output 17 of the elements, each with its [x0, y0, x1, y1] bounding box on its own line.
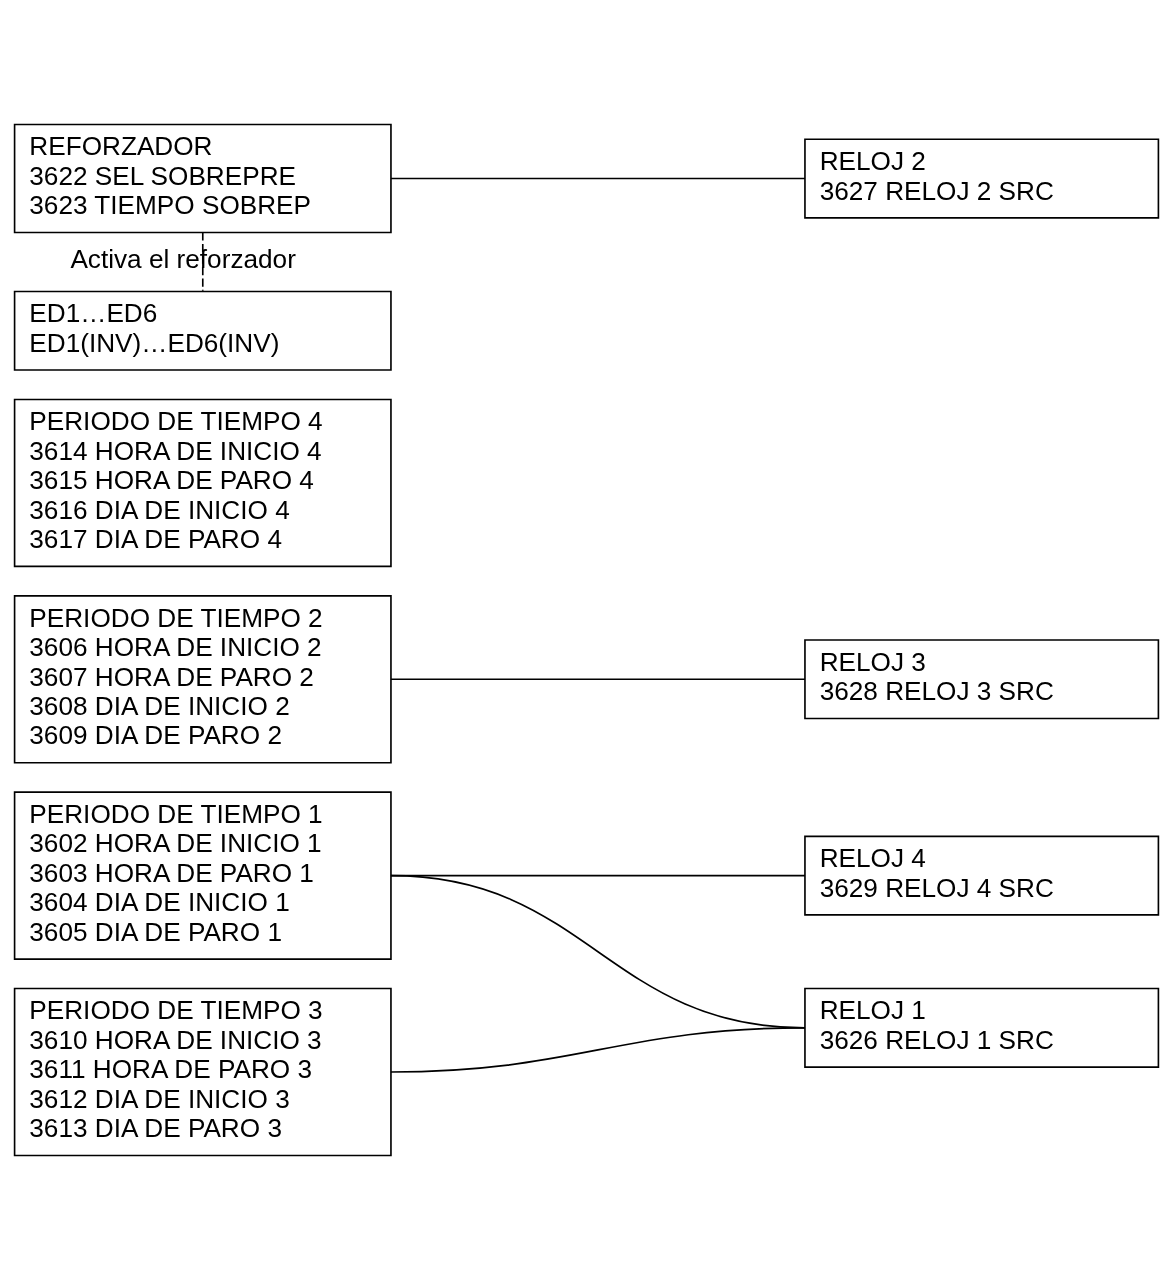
node-box: PERIODO DE TIEMPO 2 3606 HORA DE INICIO 2 3607 HORA DE PARO 2 3608 DIA DE INICIO 2 3609 DIA DE PARO 2 — [13, 594, 392, 764]
edge-label: Activa el reforzador — [70, 243, 296, 274]
node-box: RELOJ 1 3626 RELOJ 1 SRC — [804, 987, 1160, 1068]
node-box: PERIODO DE TIEMPO 3 3610 HORA DE INICIO 3 3611 HORA DE PARO 3 3612 DIA DE INICIO 3 3613 DIA DE PARO 3 — [13, 987, 392, 1156]
connector — [390, 1026, 806, 1073]
connector — [201, 231, 204, 292]
node-box: RELOJ 4 3629 RELOJ 4 SRC — [804, 835, 1160, 916]
connector — [390, 874, 806, 876]
node-box: REFORZADOR 3622 SEL SOBREPRE 3623 TIEMPO SOBREP — [13, 123, 392, 233]
node-box: PERIODO DE TIEMPO 4 3614 HORA DE INICIO 4 3615 HORA DE PARO 4 3616 DIA DE INICIO 4 3617 DIA DE PARO 4 — [13, 398, 392, 567]
connector — [390, 177, 806, 179]
node-box: ED1…ED6 ED1(INV)…ED6(INV) — [13, 290, 392, 371]
node-box: PERIODO DE TIEMPO 1 3602 HORA DE INICIO 1 3603 HORA DE PARO 1 3604 DIA DE INICIO 1 3605 DIA DE PARO 1 — [13, 790, 392, 960]
node-box: RELOJ 2 3627 RELOJ 2 SRC — [804, 137, 1160, 219]
connector — [390, 874, 806, 1029]
node-box: RELOJ 3 3628 RELOJ 3 SRC — [804, 638, 1160, 719]
connector — [390, 677, 806, 680]
